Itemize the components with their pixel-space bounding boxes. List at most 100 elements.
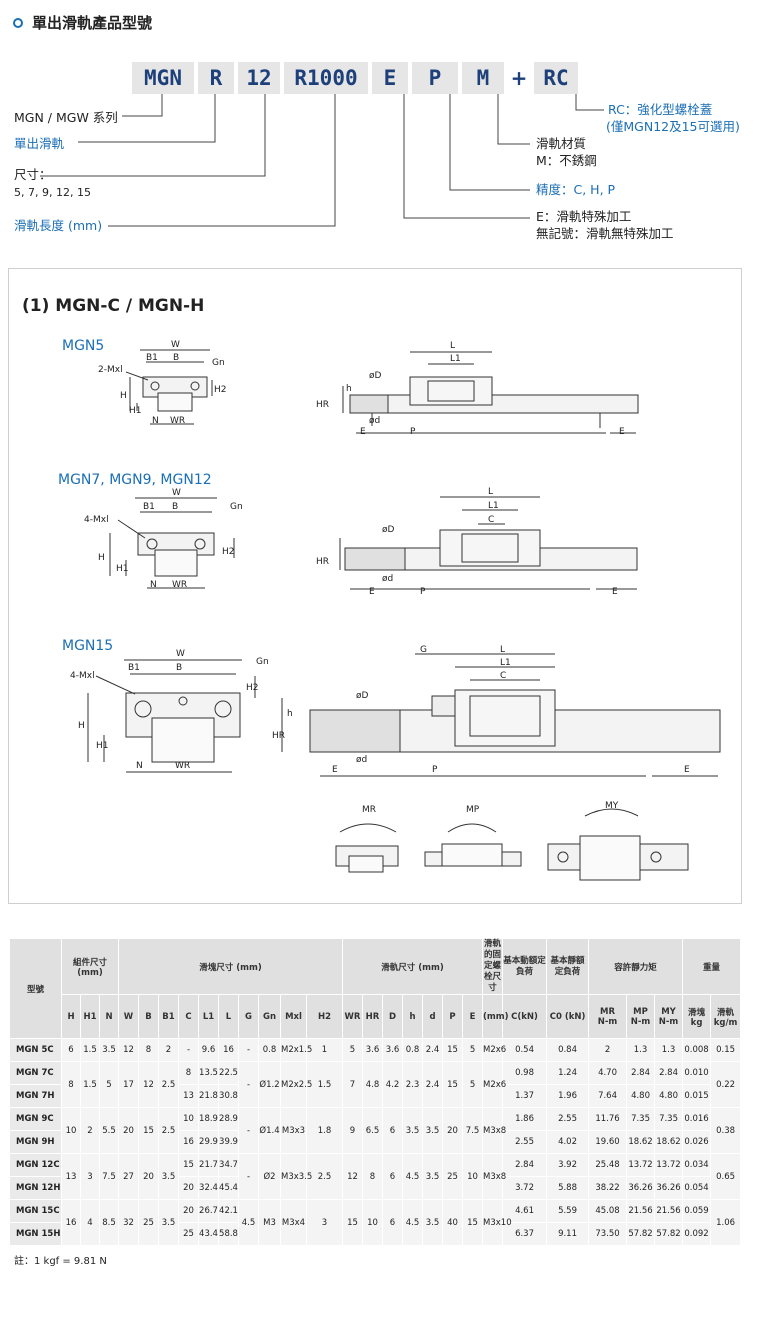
table-cell: 20: [118, 1107, 139, 1154]
dim-b-7: B: [172, 502, 178, 512]
table-cell: 45.08: [588, 1199, 628, 1223]
dim-hr-15: HR: [272, 731, 285, 741]
table-cell: 13: [178, 1084, 199, 1108]
table-cell: 0.54: [502, 1038, 548, 1062]
table-cell: 2.55: [502, 1130, 548, 1154]
table-cell: M3x8: [482, 1153, 506, 1200]
dim-n: N: [152, 416, 159, 426]
table-cell: 12: [342, 1153, 364, 1200]
code-plus: +: [510, 66, 528, 90]
table-cell: M3x3.5: [280, 1153, 312, 1200]
table-cell: 20: [442, 1107, 464, 1154]
table-cell: 5.5: [99, 1107, 119, 1154]
table-cell: 10: [61, 1107, 81, 1154]
table-cell: 0.15: [710, 1038, 742, 1062]
table-cell: M2x6: [482, 1061, 506, 1108]
table-cell: 13.72: [626, 1153, 656, 1177]
th-c-kn: C(kN): [502, 994, 548, 1039]
table-cell: 25: [178, 1222, 199, 1246]
code-connector-lines: [40, 94, 604, 227]
table-cell: -: [238, 1153, 259, 1200]
table-cell: 15: [178, 1153, 199, 1177]
table-cell: M3x8: [482, 1107, 506, 1154]
table-cell: 32.4: [198, 1176, 219, 1200]
table-cell: 10: [462, 1153, 484, 1200]
table-cell: 1.5: [80, 1061, 100, 1108]
table-cell: 4.8: [362, 1061, 384, 1108]
table-cell: 3.5: [99, 1038, 119, 1062]
table-cell: 25: [138, 1199, 159, 1246]
table-cell: 32: [118, 1199, 139, 1246]
table-cell: 5: [99, 1061, 119, 1108]
table-cell: 0.092: [682, 1222, 712, 1246]
th-b1: B1: [158, 994, 179, 1039]
table-cell: 5: [462, 1038, 484, 1062]
table-cell: 2.3: [402, 1061, 424, 1108]
table-cell: 0.38: [710, 1107, 742, 1154]
table-cell: 0.026: [682, 1130, 712, 1154]
table-cell: 9.11: [546, 1222, 590, 1246]
table-cell: 58.8: [218, 1222, 239, 1246]
legend-special-none: 無記號：滑軌無特殊加工: [536, 226, 674, 241]
mgn5-end-view: [125, 349, 213, 425]
table-cell: 29.9: [198, 1130, 219, 1154]
table-cell: 0.010: [682, 1061, 712, 1085]
legend-size-values: 5, 7, 9, 12, 15: [14, 186, 91, 199]
table-cell: 0.8: [402, 1038, 424, 1062]
table-cell: 21.7: [198, 1153, 219, 1177]
table-cell: 21.56: [626, 1199, 656, 1223]
table-cell: 3.6: [382, 1038, 404, 1062]
dim-l-15: L: [500, 645, 505, 655]
table-cell: 8: [61, 1061, 81, 1108]
table-cell: 36.26: [626, 1176, 656, 1200]
legend-rail-length: 滑軌長度 (mm): [14, 218, 103, 233]
th-mxl: Mxl: [280, 994, 307, 1039]
dim-h-small: h: [346, 384, 352, 394]
table-cell: 6.37: [502, 1222, 548, 1246]
table-cell: 5.88: [546, 1176, 590, 1200]
dim-p-7: P: [420, 587, 426, 597]
dim-hr: HR: [316, 400, 329, 410]
th-assembly: 組件尺寸 (mm): [61, 938, 119, 995]
table-cell: Ø1.2: [258, 1061, 281, 1108]
dim-b-15: B: [176, 663, 182, 673]
th-l: L: [218, 994, 239, 1039]
th-h-rail: h: [402, 994, 424, 1039]
table-cell: 8: [362, 1153, 384, 1200]
technical-drawings: W B1 B Gn 2-Mxl H H1 H2 N WR L L1 øD h H…: [70, 340, 721, 881]
table-cell: 20: [178, 1176, 199, 1200]
table-cell: 8: [178, 1061, 199, 1085]
table-cell-model: MGN 15H: [9, 1222, 62, 1246]
table-cell: 1.5: [305, 1061, 344, 1108]
table-cell: 21.56: [654, 1199, 684, 1223]
table-cell: 7.35: [654, 1107, 684, 1131]
dim-w-15: W: [176, 649, 185, 659]
mgn7-side-view: [339, 496, 638, 590]
table-cell: 6: [61, 1038, 81, 1062]
table-cell: 2.4: [422, 1038, 444, 1062]
table-cell: 43.4: [198, 1222, 219, 1246]
table-cell: 73.50: [588, 1222, 628, 1246]
table-cell: 21.8: [198, 1084, 219, 1108]
dim-phi-d-small-7: ød: [382, 574, 393, 584]
th-weight: 重量: [682, 938, 742, 995]
table-cell: 10: [362, 1199, 384, 1246]
table-cell: 1.86: [502, 1107, 548, 1131]
dim-gn-15: Gn: [256, 657, 269, 667]
code-length: R1000: [284, 62, 368, 94]
th-p: P: [442, 994, 464, 1039]
table-cell: 2.5: [305, 1153, 344, 1200]
th-gn: Gn: [258, 994, 281, 1039]
table-cell: 8: [138, 1038, 159, 1062]
table-cell: 15: [462, 1199, 484, 1246]
dim-h2: H2: [214, 385, 227, 395]
page-title: 單出滑軌產品型號: [32, 14, 153, 32]
table-cell: 0.98: [502, 1061, 548, 1085]
dim-phi-d-small-15: ød: [356, 755, 367, 765]
table-cell: 26.7: [198, 1199, 219, 1223]
title-bullet-icon: [13, 18, 23, 28]
th-c0-kn: C0 (kN): [546, 994, 590, 1039]
